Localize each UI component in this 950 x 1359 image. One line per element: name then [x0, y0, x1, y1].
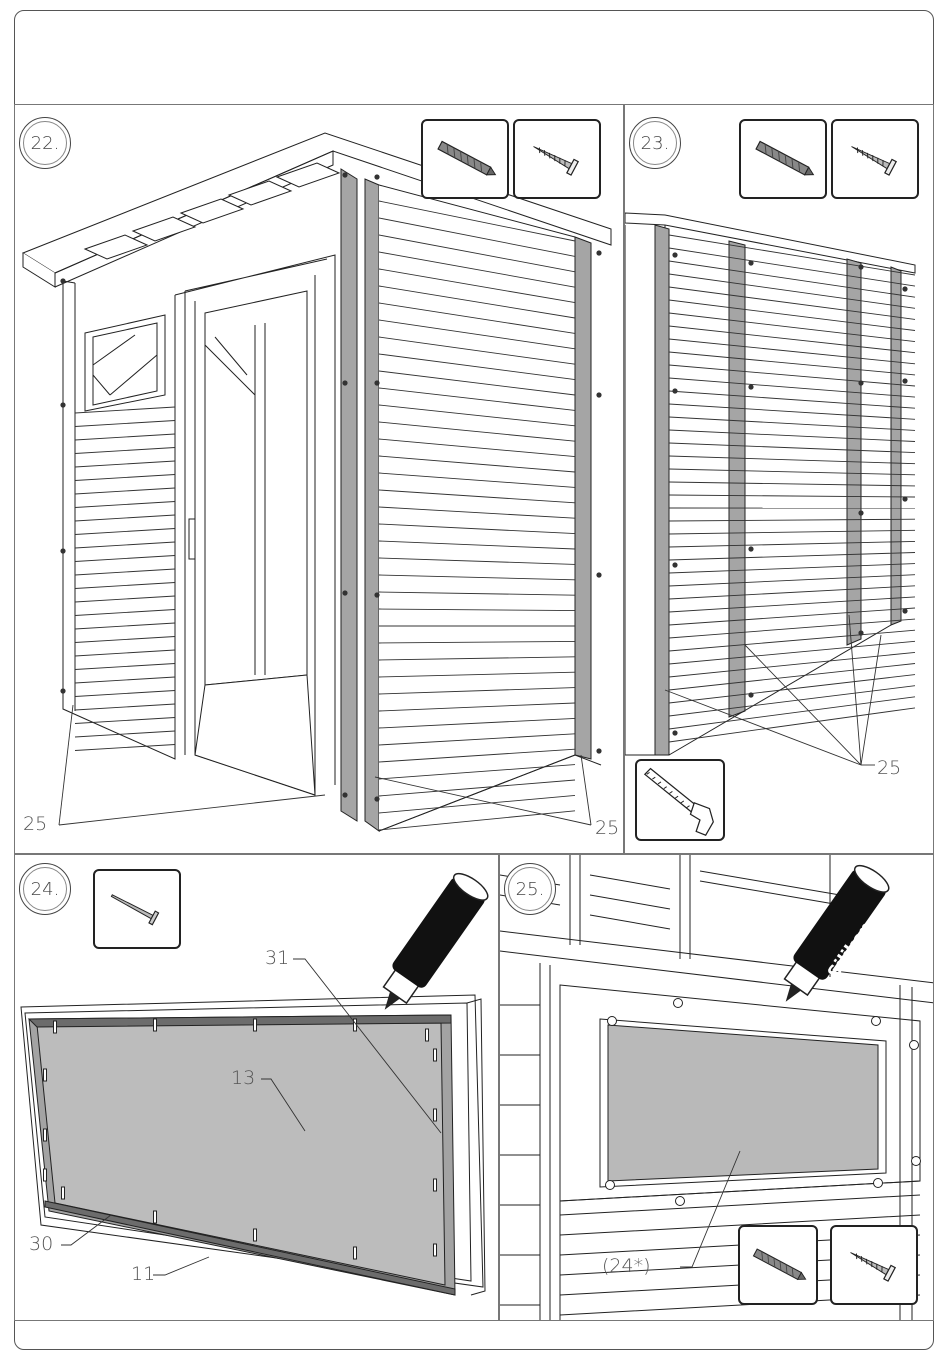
label-13: 13: [231, 1067, 255, 1089]
step-number-badge: 23.: [629, 117, 681, 169]
drill-bit-icon: [421, 119, 509, 199]
screw-icon: [831, 119, 919, 199]
screw-icon: [830, 1225, 918, 1305]
step-22-panel: 22.: [14, 104, 624, 854]
shed-back-illustration: [625, 105, 934, 854]
label-25-right: 25: [595, 817, 619, 839]
step-number-badge: 24.: [19, 863, 71, 915]
step-number-badge: 25.: [504, 863, 556, 915]
window-glass-illustration: [15, 855, 499, 1321]
label-30: 30: [29, 1233, 53, 1255]
drill-bit-icon: [738, 1225, 818, 1305]
step-number-badge: 22.: [19, 117, 71, 169]
screw-icon: [513, 119, 601, 199]
drill-bit-icon: [739, 119, 827, 199]
shed-front-illustration: [15, 105, 624, 854]
label-25: 25: [877, 757, 901, 779]
label-11: 11: [131, 1263, 155, 1285]
step-25-panel: 25. Silikon (2: [499, 854, 934, 1321]
nail-icon: [93, 869, 181, 949]
step-23-panel: 23. 25: [624, 104, 934, 854]
step-24-panel: 24. Silikon 31 13 30 11: [14, 854, 499, 1321]
hand-saw-icon: [635, 759, 725, 841]
label-24: (24*): [602, 1255, 651, 1277]
label-31: 31: [265, 947, 289, 969]
label-25-left: 25: [23, 813, 47, 835]
